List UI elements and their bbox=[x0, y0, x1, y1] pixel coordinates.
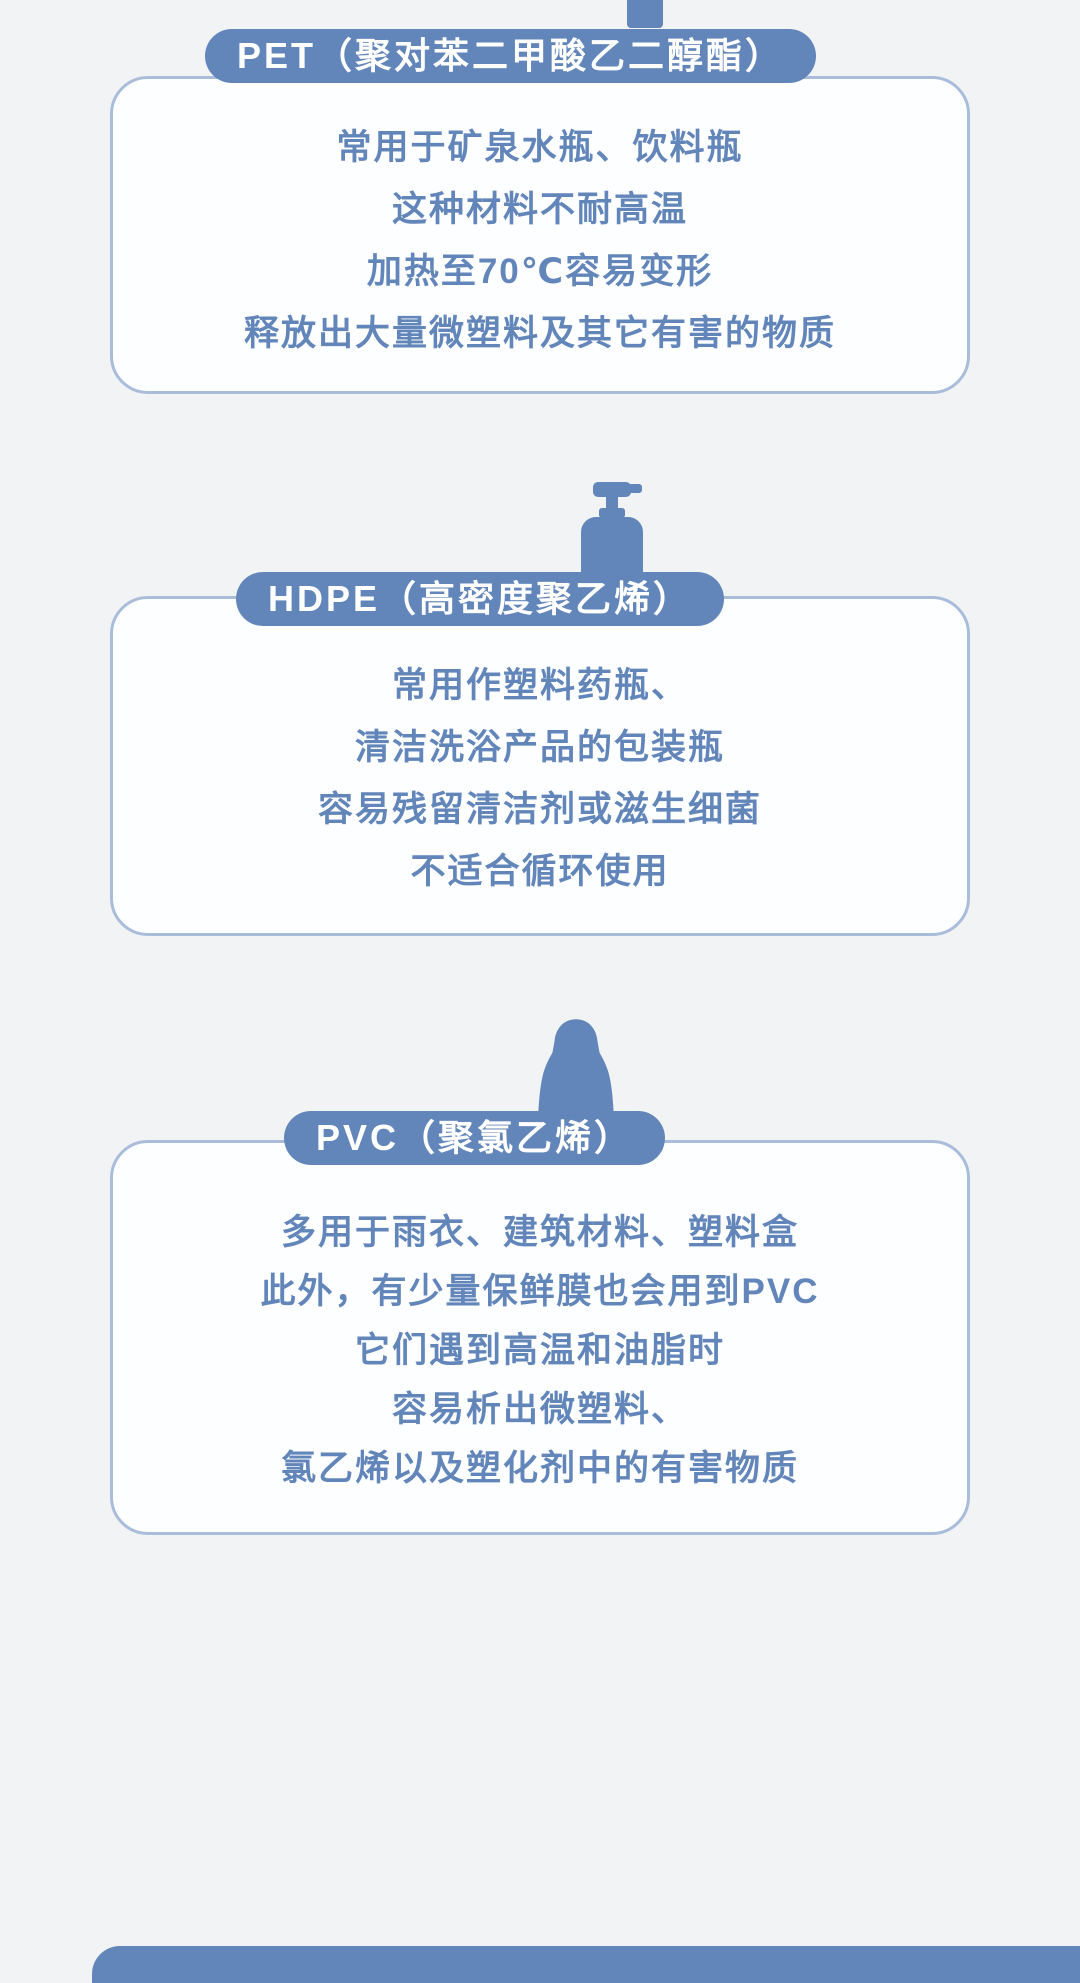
info-line: 常用于矿泉水瓶、饮料瓶 bbox=[336, 128, 744, 167]
info-line: 这种材料不耐高温 bbox=[391, 190, 688, 229]
hdpe-title-pill: HDPE（高密度聚乙烯） bbox=[236, 572, 725, 626]
info-line: 不适合循环使用 bbox=[410, 852, 670, 891]
pvc-title: PVC（聚氯乙烯） bbox=[316, 1117, 634, 1158]
info-line: 容易析出微塑料、 bbox=[391, 1390, 688, 1429]
pet-card: PET（聚对苯二甲酸乙二醇酯） 常用于矿泉水瓶、饮料瓶 这种材料不耐高温 加热至… bbox=[110, 29, 970, 394]
pet-description: 常用于矿泉水瓶、饮料瓶 这种材料不耐高温 加热至70℃容易变形 释放出大量微塑料… bbox=[113, 79, 967, 365]
pet-title-pill: PET（聚对苯二甲酸乙二醇酯） bbox=[205, 29, 817, 83]
hdpe-card: HDPE（高密度聚乙烯） 常用作塑料药瓶、 清洁洗浴产品的包装瓶 容易残留清洁剂… bbox=[110, 572, 970, 936]
info-line: 氯乙烯以及塑化剂中的有害物质 bbox=[280, 1449, 799, 1488]
bottle-cap-icon bbox=[627, 0, 663, 28]
hdpe-title: HDPE（高密度聚乙烯） bbox=[268, 578, 693, 619]
info-line: 容易残留清洁剂或滋生细菌 bbox=[317, 790, 762, 829]
pvc-title-pill: PVC（聚氯乙烯） bbox=[284, 1111, 666, 1165]
info-line: 它们遇到高温和油脂时 bbox=[354, 1331, 725, 1370]
info-line: 多用于雨衣、建筑材料、塑料盒 bbox=[280, 1213, 799, 1252]
info-line: 常用作塑料药瓶、 bbox=[391, 666, 688, 705]
info-line: 释放出大量微塑料及其它有害的物质 bbox=[243, 314, 836, 353]
next-section-band bbox=[92, 1946, 1080, 1983]
raincoat-icon bbox=[527, 1015, 625, 1143]
info-line: 此外，有少量保鲜膜也会用到PVC bbox=[260, 1272, 820, 1311]
pvc-description: 多用于雨衣、建筑材料、塑料盒 此外，有少量保鲜膜也会用到PVC 它们遇到高温和油… bbox=[113, 1143, 967, 1498]
pet-title: PET（聚对苯二甲酸乙二醇酯） bbox=[237, 35, 785, 76]
pvc-card: PVC（聚氯乙烯） 多用于雨衣、建筑材料、塑料盒 此外，有少量保鲜膜也会用到PV… bbox=[110, 1111, 970, 1535]
info-line: 加热至70℃容易变形 bbox=[366, 252, 714, 291]
info-line: 清洁洗浴产品的包装瓶 bbox=[354, 728, 725, 767]
hdpe-description: 常用作塑料药瓶、 清洁洗浴产品的包装瓶 容易残留清洁剂或滋生细菌 不适合循环使用 bbox=[113, 599, 967, 903]
